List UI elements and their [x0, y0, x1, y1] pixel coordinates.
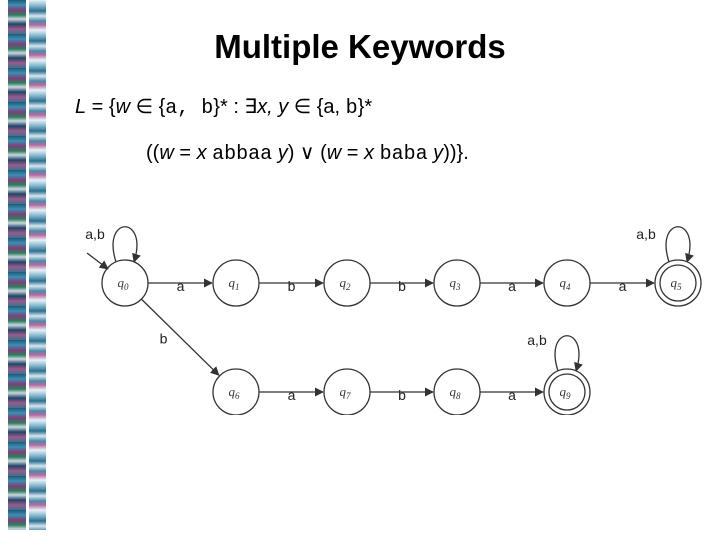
keyword-abbaa: abbaa: [212, 143, 273, 166]
formula-line-2: ((w = x abbaa y) ∨ (w = x baba y))}.: [146, 142, 469, 166]
transition-q6-q7-label: a: [288, 387, 296, 403]
transition-q0-q0-loop: [112, 226, 141, 263]
transition-q4-q5-label: a: [619, 278, 627, 294]
state-q5-label: q5: [671, 275, 683, 292]
state-q9: q9: [543, 368, 591, 415]
transition-q7-q8-label: b: [398, 387, 406, 403]
state-q9-accept-ring: [548, 373, 586, 411]
state-q3-label: q3: [450, 275, 462, 292]
transition-q0-q6-label: b: [160, 331, 168, 347]
state-q1: q1: [212, 259, 260, 307]
state-q2: q2: [323, 259, 371, 307]
transition-q0-q1-label: a: [177, 278, 185, 294]
state-q6-circle: [212, 368, 260, 415]
state-q0-label: q0: [118, 275, 130, 292]
transition-q5-q5-loop: [665, 226, 694, 263]
state-q4-circle: [543, 259, 591, 307]
transition-q1-q2-label: b: [288, 278, 296, 294]
state-q8: q8: [433, 368, 481, 415]
transition-q5-q5-label: a,b: [636, 226, 656, 242]
transition-q0-q6-arrow: [140, 298, 220, 376]
transition-q9-q9-label: a,b: [527, 332, 547, 348]
formula-line-1: L = {w ∈ {a, b}* : ∃x, y ∈ {a, b}*: [75, 96, 373, 120]
slide-title: Multiple Keywords: [214, 28, 506, 65]
state-q7-circle: [323, 368, 371, 415]
state-q8-label: q8: [450, 384, 462, 401]
state-q6: q6: [212, 368, 260, 415]
transition-q0-q0-label: a,b: [85, 226, 105, 242]
state-q3-circle: [433, 259, 481, 307]
transition-q2-q3-label: b: [398, 278, 406, 294]
state-q4-label: q4: [560, 275, 572, 292]
dfa-diagram: q0 q1 q2 q3 q4 q5 q6 q7 q8 q9 a,b a b b a a a,b b a b a a,b: [85, 226, 702, 415]
state-q5-accept-ring: [659, 264, 697, 302]
keyword-baba: baba: [379, 143, 428, 166]
state-q8-circle: [433, 368, 481, 415]
state-q7: q7: [323, 368, 371, 415]
state-q0-circle: [101, 259, 149, 307]
state-q7-label: q7: [340, 384, 352, 401]
transition-q8-q9-label: a: [508, 387, 516, 403]
state-q2-circle: [323, 259, 371, 307]
state-q1-label: q1: [229, 275, 240, 292]
state-q4: q4: [543, 259, 591, 307]
state-q5-circle: [654, 259, 702, 307]
decorative-stripe-left: [8, 0, 26, 530]
state-q9-circle: [543, 368, 591, 415]
state-q6-label: q6: [229, 384, 241, 401]
state-q3: q3: [433, 259, 481, 307]
state-q2-label: q2: [340, 275, 352, 292]
decorative-stripe-right: [29, 0, 46, 530]
transition-q3-q4-label: a: [508, 278, 516, 294]
start-arrow: [86, 252, 109, 270]
state-q5: q5: [654, 259, 702, 307]
state-q9-label: q9: [560, 384, 572, 401]
transition-q9-q9-loop: [554, 335, 583, 372]
state-q0: q0: [86, 252, 149, 307]
state-q1-circle: [212, 259, 260, 307]
formula-var-l: L: [75, 96, 87, 118]
